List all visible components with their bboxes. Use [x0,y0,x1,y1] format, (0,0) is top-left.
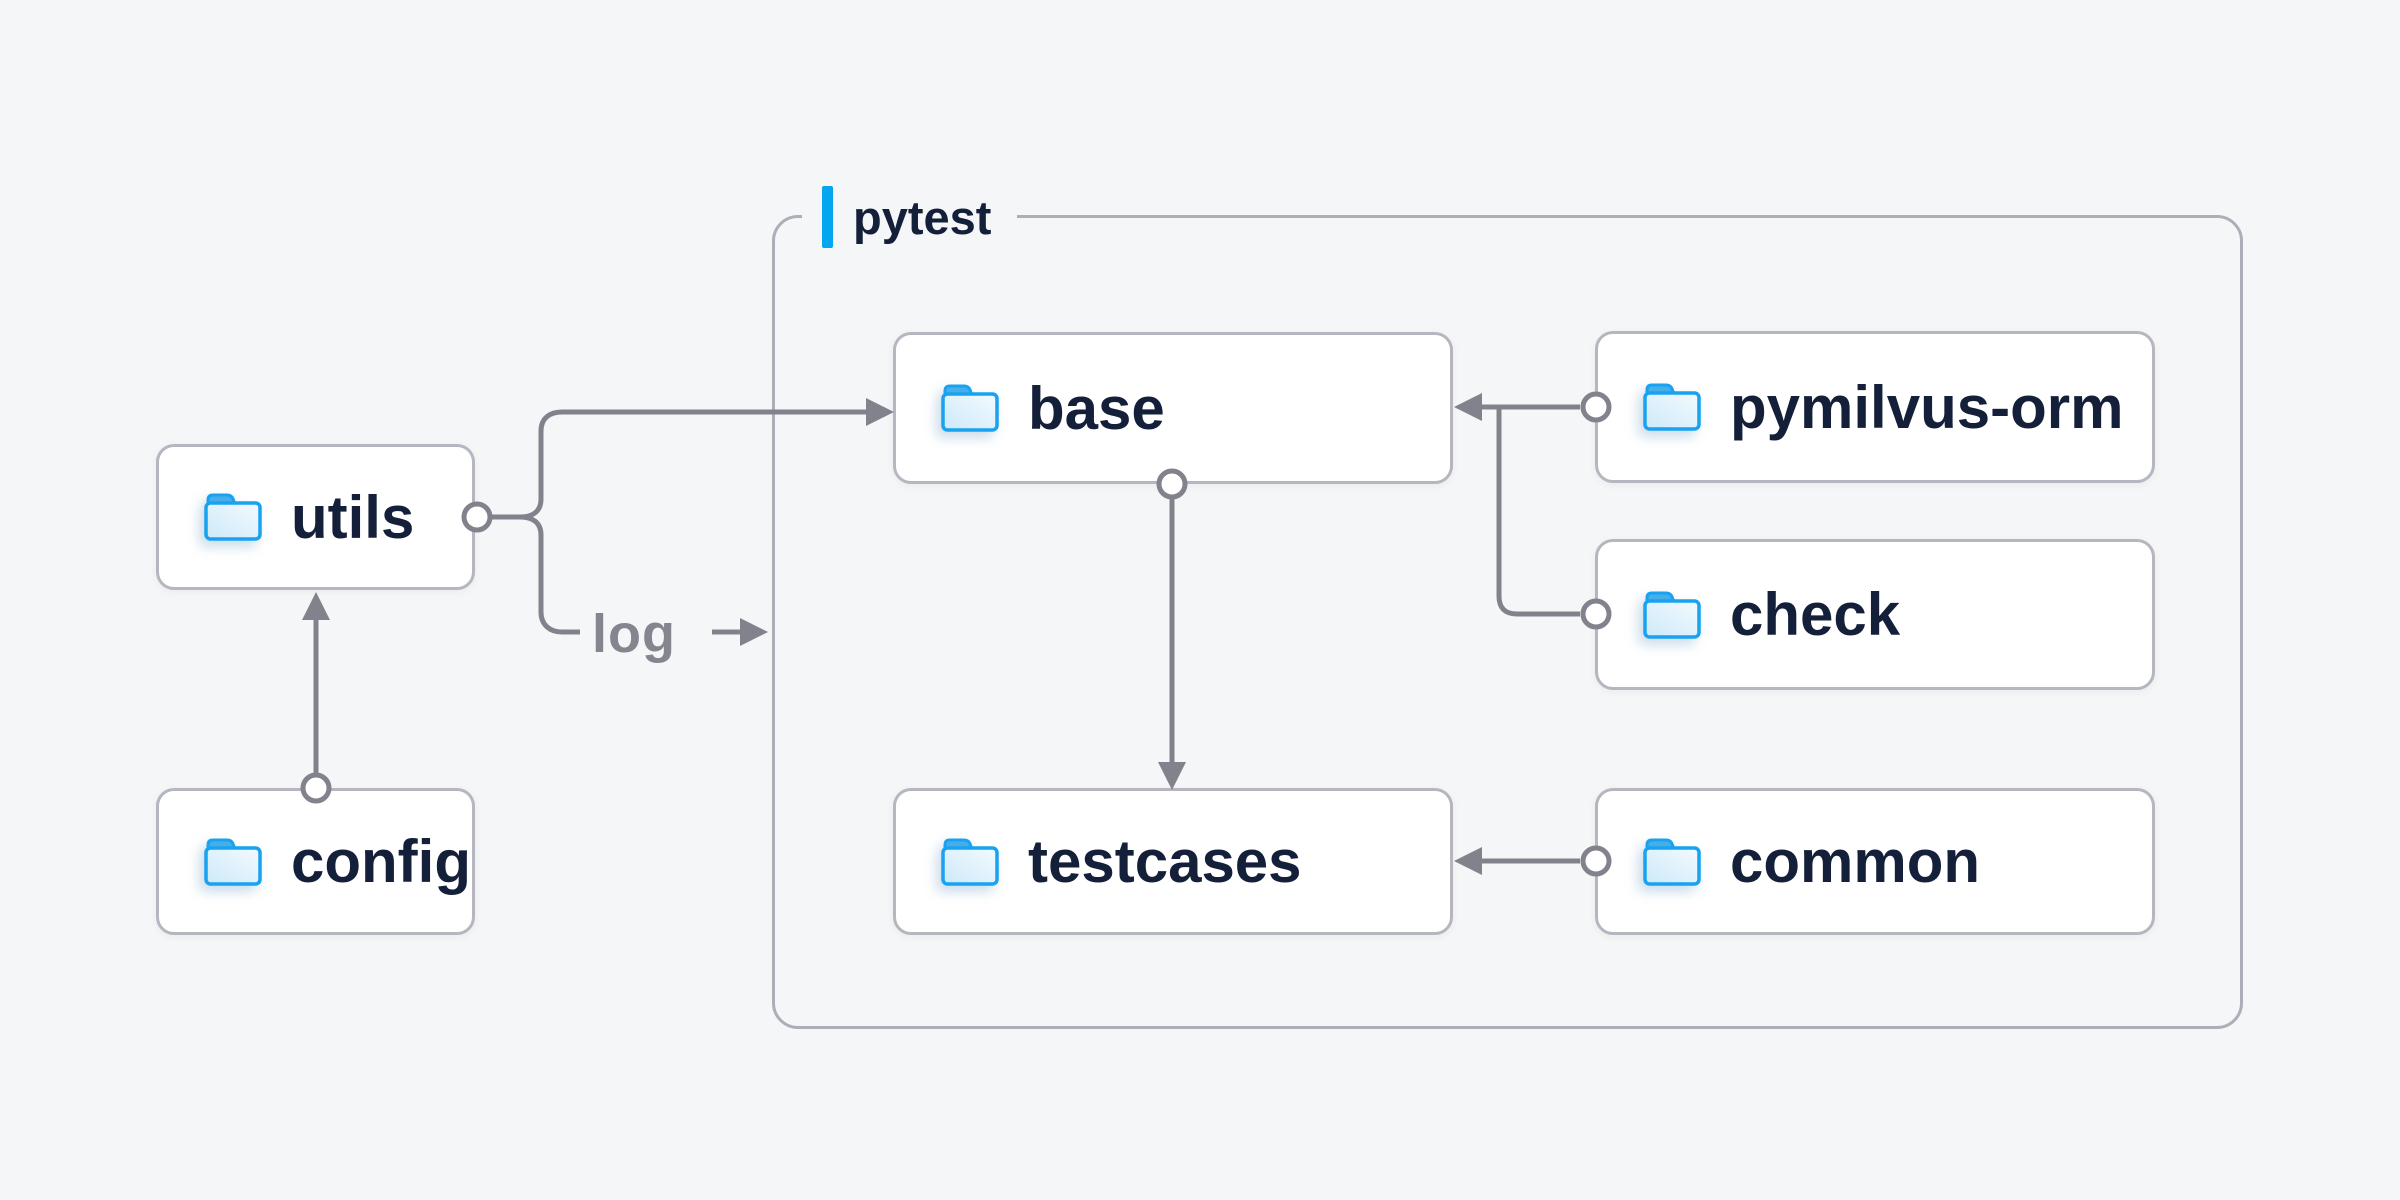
arrowhead-up-icon [302,592,330,620]
node-label: base [1028,374,1165,442]
node-utils: utils [156,444,475,590]
folder-icon [1643,591,1701,639]
node-testcases: testcases [893,788,1453,935]
edge-label-log: log [592,604,676,664]
folder-icon [204,838,262,886]
arrowhead-right-icon [740,618,768,646]
node-label: testcases [1028,828,1302,895]
node-label: check [1730,581,1901,648]
cluster-title: pytest [853,190,992,244]
node-pymilvus-orm: pymilvus-orm [1595,331,2155,483]
folder-icon [1643,383,1701,431]
node-label: utils [291,483,415,551]
folder-icon [1643,838,1701,886]
pytest-cluster-label: pytest [802,184,1018,250]
folder-icon [941,838,999,886]
node-label: common [1730,828,1981,895]
node-label: pymilvus-orm [1730,373,2124,441]
node-base: base [893,332,1453,484]
edge-utils-to-log [519,514,580,635]
folder-icon [204,493,262,541]
node-check: check [1595,539,2155,690]
node-label: config [291,828,471,895]
node-config: config [156,788,475,935]
folder-icon [941,384,999,432]
pytest-cluster-frame [772,215,2243,1029]
accent-bar-icon [822,186,833,248]
node-common: common [1595,788,2155,935]
